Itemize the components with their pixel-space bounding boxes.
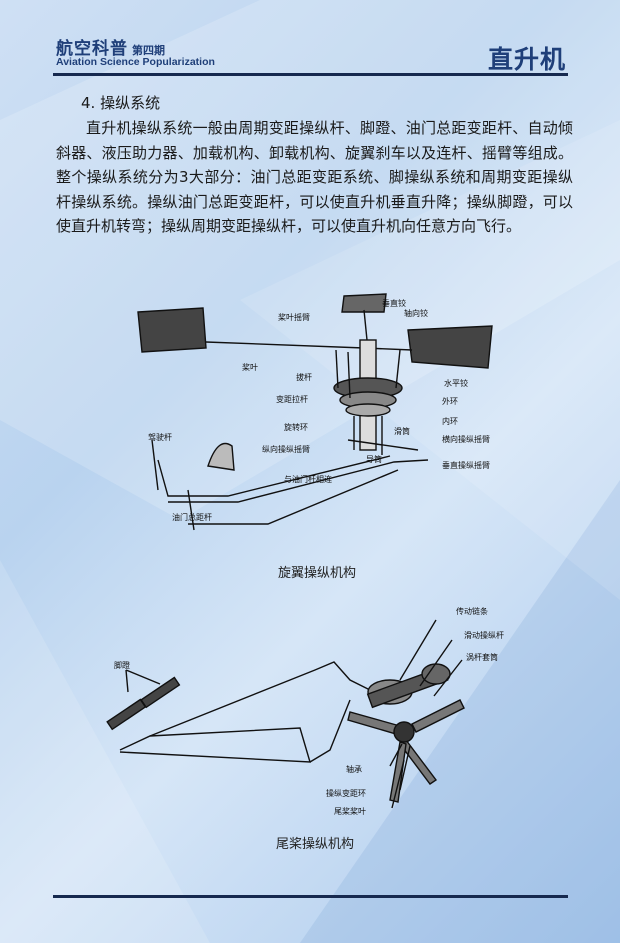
body-paragraph: 直升机操纵系统一般由周期变距操纵杆、脚蹬、油门总距变距杆、自动倾斜器、液压助力器… [56,119,573,235]
label-outer-ring: 外环 [442,396,458,406]
page-header: 航空科普第四期 Aviation Science Popularization … [0,0,620,80]
label-throttle-link: 与油门杆相连 [284,474,332,484]
tail-rotor-control-diagram: 传动链条 滑动操纵杆 涡杆套筒 脚蹬 轴承 操纵变距环 尾桨桨叶 [106,606,504,816]
label-bearing: 轴承 [346,764,362,774]
figure2-caption: 尾桨操纵机构 [276,837,355,852]
label-longitudinal-rocker: 纵向操纵摇臂 [262,444,310,454]
label-pull-rod: 拔杆 [296,372,312,382]
column-title: 直升机 [487,45,566,74]
label-slider: 滑筒 [394,426,410,436]
issue-number: 第四期 [132,44,165,57]
label-pedals: 脚蹬 [114,660,130,670]
label-collective-lever: 油门总距杆 [172,512,212,522]
rotor-control-diagram: 垂直铰 桨叶摇臂 轴向铰 桨叶 拔杆 水平铰 变距拉杆 外环 旋转环 内环 驾驶… [137,293,493,531]
label-horizontal-hinge: 水平铰 [444,378,468,388]
label-pitch-ring: 操纵变距环 [326,788,366,798]
label-blade: 桨叶 [242,362,258,372]
magazine-name: 航空科普 [56,39,128,59]
label-axial-hinge: 轴向铰 [404,308,428,318]
magazine-english-title: Aviation Science Popularization [56,56,215,68]
label-lateral-rocker: 横向操纵摇臂 [442,434,490,444]
label-drive-chain: 传动链条 [456,606,488,616]
label-pitch-link: 变距拉杆 [276,394,308,404]
figure1-caption: 旋翼操纵机构 [278,566,357,581]
label-inner-ring: 内环 [442,416,458,426]
label-vertical-hinge: 垂直铰 [382,298,406,308]
label-worm-sleeve: 涡杆套筒 [466,652,498,662]
footer-rule [53,895,568,898]
label-rotating-ring: 旋转环 [284,422,308,432]
label-tail-blade: 尾桨桨叶 [334,806,366,816]
label-slider-rod: 滑动操纵杆 [464,630,504,640]
label-guide: 导筒 [366,454,382,464]
label-cyclic-stick: 驾驶杆 [148,432,172,442]
label-blade-rocker: 桨叶摇臂 [278,312,310,322]
label-vertical-rocker: 垂直操纵摇臂 [442,460,490,470]
section-heading: 4. 操纵系统 [81,94,161,112]
header-rule [53,73,568,76]
magazine-title: 航空科普第四期 [56,34,165,59]
